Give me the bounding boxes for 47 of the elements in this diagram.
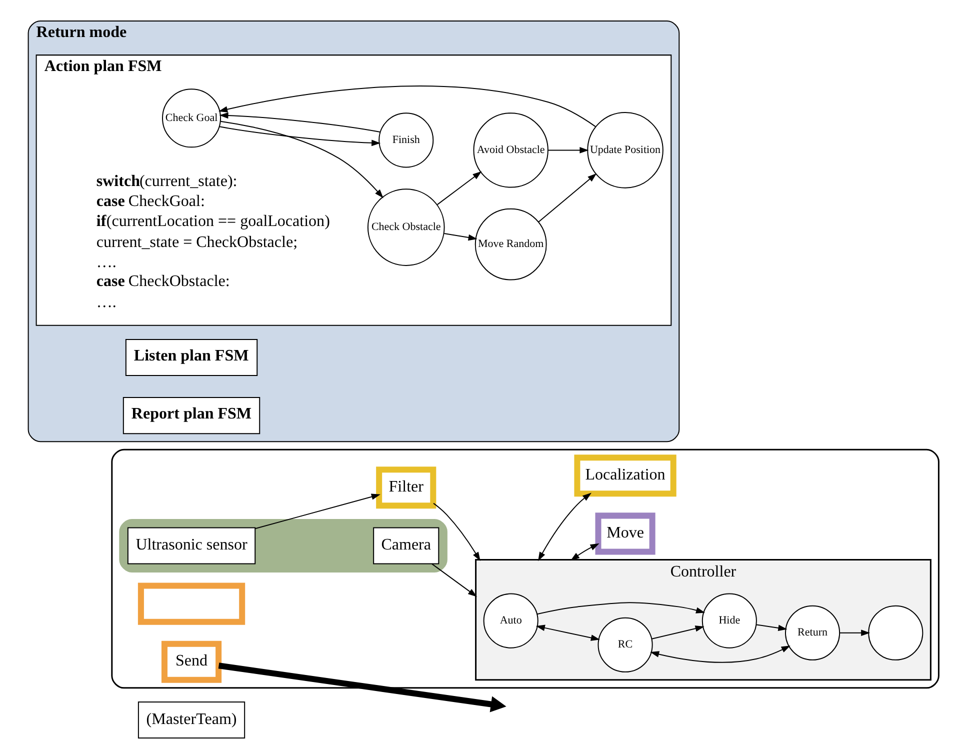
- arrow: [538, 172, 597, 222]
- node-box: Send: [161, 640, 222, 682]
- node-box: (MasterTeam): [138, 700, 246, 738]
- node-box: Report plan FSM: [122, 396, 260, 434]
- label: case CheckObstacle:: [96, 272, 230, 290]
- node-circle: Move Random: [474, 208, 547, 280]
- arrow: [436, 170, 482, 205]
- label: ….: [96, 254, 116, 271]
- arrow: [536, 602, 706, 614]
- arrow: [433, 502, 480, 561]
- arrow: [536, 624, 600, 640]
- arrow: [651, 624, 704, 639]
- arrow: [756, 624, 788, 631]
- arrow: [650, 645, 790, 662]
- node-circle: Hide: [702, 592, 757, 648]
- label: current_state = CheckObstacle;: [96, 234, 298, 251]
- arrow: [218, 85, 596, 127]
- node-box: Move: [595, 512, 656, 554]
- arrow: [254, 493, 380, 529]
- node-circle: Finish: [378, 112, 434, 168]
- label: case CheckGoal:: [96, 192, 205, 210]
- arrow: [839, 629, 870, 636]
- arrow: [570, 542, 600, 560]
- node-box: Ultrasonic sensor: [127, 526, 256, 564]
- node-box: Localization: [574, 454, 676, 496]
- node-circle: [868, 604, 924, 660]
- arrow: [218, 126, 381, 146]
- label: ….: [96, 294, 116, 311]
- label: if(currentLocation == goalLocation): [96, 212, 330, 230]
- arrow: [431, 562, 478, 596]
- node-circle: Return: [785, 604, 840, 660]
- arrow: [444, 232, 478, 240]
- arrow: [218, 662, 506, 712]
- node-circle: Check Goal: [162, 88, 222, 148]
- arrow: [538, 492, 592, 561]
- node-box: [138, 582, 246, 624]
- arrow: [220, 120, 384, 198]
- arrow: [219, 112, 381, 132]
- cluster: [111, 448, 940, 688]
- node-box: Listen plan FSM: [125, 338, 258, 376]
- node-circle: RC: [598, 616, 653, 672]
- node-box: Filter: [376, 466, 436, 508]
- label: switch(current_state):: [96, 172, 238, 190]
- arrow: [548, 146, 589, 153]
- cluster: [119, 518, 448, 572]
- node-circle: Auto: [483, 592, 538, 648]
- node-box: Camera: [373, 526, 440, 564]
